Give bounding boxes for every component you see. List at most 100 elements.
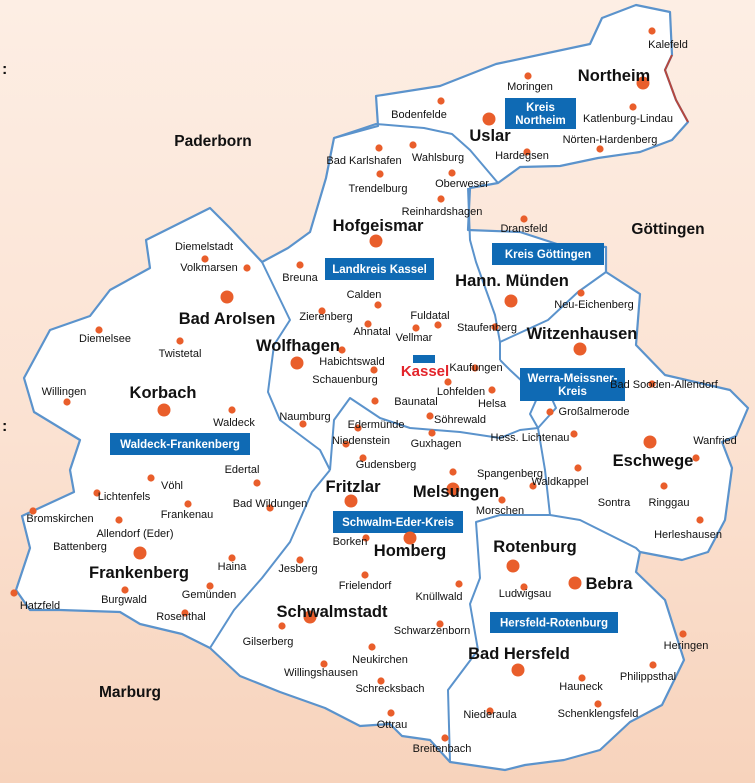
place-frankenberg[interactable]: Frankenberg: [89, 546, 189, 583]
place-hatzfeld[interactable]: Hatzfeld: [10, 589, 60, 612]
place-melsungen[interactable]: Melsungen: [413, 482, 499, 502]
place-hess-lichtenau[interactable]: Hess. Lichtenau: [491, 430, 578, 444]
place-fritzlar[interactable]: Fritzlar: [325, 478, 381, 508]
place-guxhagen[interactable]: Guxhagen: [411, 429, 462, 450]
place-hofgeismar[interactable]: Hofgeismar: [333, 217, 424, 248]
place-label: Ahnatal: [353, 326, 390, 338]
place-kalefeld[interactable]: Kalefeld: [648, 27, 688, 51]
place-zierenberg[interactable]: Zierenberg: [299, 307, 353, 323]
place-bad-karlshafen[interactable]: Bad Karlshafen: [326, 144, 402, 167]
place-bad-sooden-allendorf[interactable]: Bad Sooden-Allendorf: [610, 379, 719, 391]
place-waldeck[interactable]: Waldeck: [213, 406, 255, 429]
place-trendelburg[interactable]: Trendelburg: [349, 170, 408, 195]
place-edermunde[interactable]: Edermünde: [348, 419, 405, 432]
place-hann-munden[interactable]: Hann. Münden: [455, 272, 569, 308]
place-naumburg[interactable]: Naumburg: [279, 411, 331, 428]
place-breuna[interactable]: Breuna: [282, 261, 319, 284]
place-gemunden[interactable]: Gemünden: [182, 582, 236, 601]
place-ringgau[interactable]: Ringgau: [649, 482, 690, 509]
place-wolfhagen[interactable]: Wolfhagen: [256, 337, 340, 370]
place-homberg[interactable]: Homberg: [374, 531, 446, 561]
place-diemelsee[interactable]: Diemelsee: [79, 326, 131, 345]
place-neukirchen[interactable]: Neukirchen: [352, 643, 408, 666]
place-bodenfelde[interactable]: Bodenfelde: [391, 97, 447, 121]
place-haina[interactable]: Haina: [218, 554, 248, 573]
place-burgwald[interactable]: Burgwald: [101, 586, 147, 606]
place-allendorf-eder[interactable]: Allendorf (Eder): [96, 516, 174, 540]
place-bebra[interactable]: Bebra: [568, 575, 634, 593]
place-dot: [577, 289, 585, 297]
place-willingshausen[interactable]: Willingshausen: [284, 660, 358, 679]
place-witzenhausen[interactable]: Witzenhausen: [527, 325, 638, 356]
place-schrecksbach[interactable]: Schrecksbach: [355, 677, 425, 695]
place-bad-wildungen[interactable]: Bad Wildungen: [233, 498, 308, 512]
place-breitenbach[interactable]: Breitenbach: [413, 734, 472, 755]
place-ludwigsau[interactable]: Ludwigsau: [499, 583, 552, 600]
place-label: Sontra: [598, 497, 631, 509]
place-neu-eichenberg[interactable]: Neu-Eichenberg: [554, 289, 634, 311]
place-label: Gudensberg: [356, 459, 417, 471]
place-sontra[interactable]: Sontra: [574, 464, 631, 509]
place-rotenburg[interactable]: Rotenburg: [493, 538, 577, 573]
place-volkmarsen[interactable]: Volkmarsen: [180, 262, 251, 274]
place-willingen[interactable]: Willingen: [42, 386, 87, 406]
place-wanfried[interactable]: Wanfried: [692, 435, 737, 462]
place-bromskirchen[interactable]: Bromskirchen: [26, 507, 94, 525]
place-edertal[interactable]: Edertal: [225, 464, 261, 487]
place-jesberg[interactable]: Jesberg: [278, 556, 318, 575]
place-dransfeld[interactable]: Dransfeld: [500, 215, 548, 235]
place-twistetal[interactable]: Twistetal: [159, 337, 202, 360]
place-bad-arolsen[interactable]: Bad Arolsen: [179, 290, 276, 329]
place-korbach[interactable]: Korbach: [130, 384, 197, 417]
place-reinhardshagen[interactable]: Reinhardshagen: [402, 195, 483, 218]
place-diemelstadt[interactable]: Diemelstadt: [175, 241, 233, 263]
place-bad-hersfeld[interactable]: Bad Hersfeld: [468, 645, 570, 677]
place-borken[interactable]: Borken: [333, 534, 370, 548]
place-vellmar[interactable]: Vellmar: [396, 324, 433, 344]
place-kassel[interactable]: Kassel: [401, 355, 449, 380]
place-waldkappel[interactable]: Waldkappel: [529, 476, 589, 490]
place-fuldatal[interactable]: Fuldatal: [410, 310, 450, 329]
place-calden[interactable]: Calden: [347, 289, 382, 309]
place-frielendorf[interactable]: Frielendorf: [339, 571, 393, 592]
place-wahlsburg[interactable]: Wahlsburg: [409, 141, 464, 164]
place-moringen[interactable]: Moringen: [507, 72, 553, 93]
place-uslar[interactable]: Uslar: [469, 112, 511, 146]
place-label: Calden: [347, 289, 382, 301]
place-philippsthal[interactable]: Philippsthal: [620, 661, 676, 683]
place-hardegsen[interactable]: Hardegsen: [495, 148, 549, 162]
place-schenklengsfeld[interactable]: Schenklengsfeld: [558, 700, 639, 720]
place-spangenberg[interactable]: Spangenberg: [449, 468, 543, 480]
place-gilserberg[interactable]: Gilserberg: [243, 622, 294, 648]
place-rosenthal[interactable]: Rosenthal: [156, 609, 206, 623]
place-niederaula[interactable]: Niederaula: [463, 707, 517, 721]
place-heringen[interactable]: Heringen: [664, 630, 709, 652]
place-oberweser[interactable]: Oberweser: [435, 169, 489, 190]
place-gro-almerode[interactable]: Großalmerode: [546, 406, 629, 418]
place-schwarzenborn[interactable]: Schwarzenborn: [394, 620, 470, 637]
place-helsa[interactable]: Helsa: [478, 386, 507, 410]
place-lichtenfels[interactable]: Lichtenfels: [93, 489, 151, 503]
place-knullwald[interactable]: Knüllwald: [415, 580, 463, 603]
place-frankenau[interactable]: Frankenau: [161, 500, 214, 521]
place-norten-hardenberg[interactable]: Nörten-Hardenberg: [563, 134, 658, 153]
place-lohfelden[interactable]: Lohfelden: [437, 378, 485, 398]
place-ottrau[interactable]: Ottrau: [377, 709, 408, 731]
place-katlenburg-lindau[interactable]: Katlenburg-Lindau: [583, 103, 673, 125]
place-ahnatal[interactable]: Ahnatal: [353, 320, 391, 338]
place-staufenberg[interactable]: Staufenberg: [457, 322, 517, 334]
place-baunatal[interactable]: Baunatal: [371, 396, 438, 408]
place-gudensberg[interactable]: Gudensberg: [356, 454, 417, 471]
place-niedenstein[interactable]: Niedenstein: [332, 435, 390, 448]
place-hauneck[interactable]: Hauneck: [559, 674, 603, 693]
place-vohl[interactable]: Vöhl: [147, 474, 183, 492]
place-northeim[interactable]: Northeim: [578, 67, 650, 90]
place-herleshausen[interactable]: Herleshausen: [654, 516, 722, 541]
place-schwalmstadt[interactable]: Schwalmstadt: [277, 603, 388, 624]
place-habichtswald[interactable]: Habichtswald: [319, 346, 385, 368]
place-morschen[interactable]: Morschen: [476, 496, 524, 517]
place-kaufungen[interactable]: Kaufungen: [449, 362, 502, 374]
place-sohrewald[interactable]: Söhrewald: [426, 412, 486, 426]
place-schauenburg[interactable]: Schauenburg: [312, 366, 378, 386]
place-eschwege[interactable]: Eschwege: [613, 435, 694, 471]
